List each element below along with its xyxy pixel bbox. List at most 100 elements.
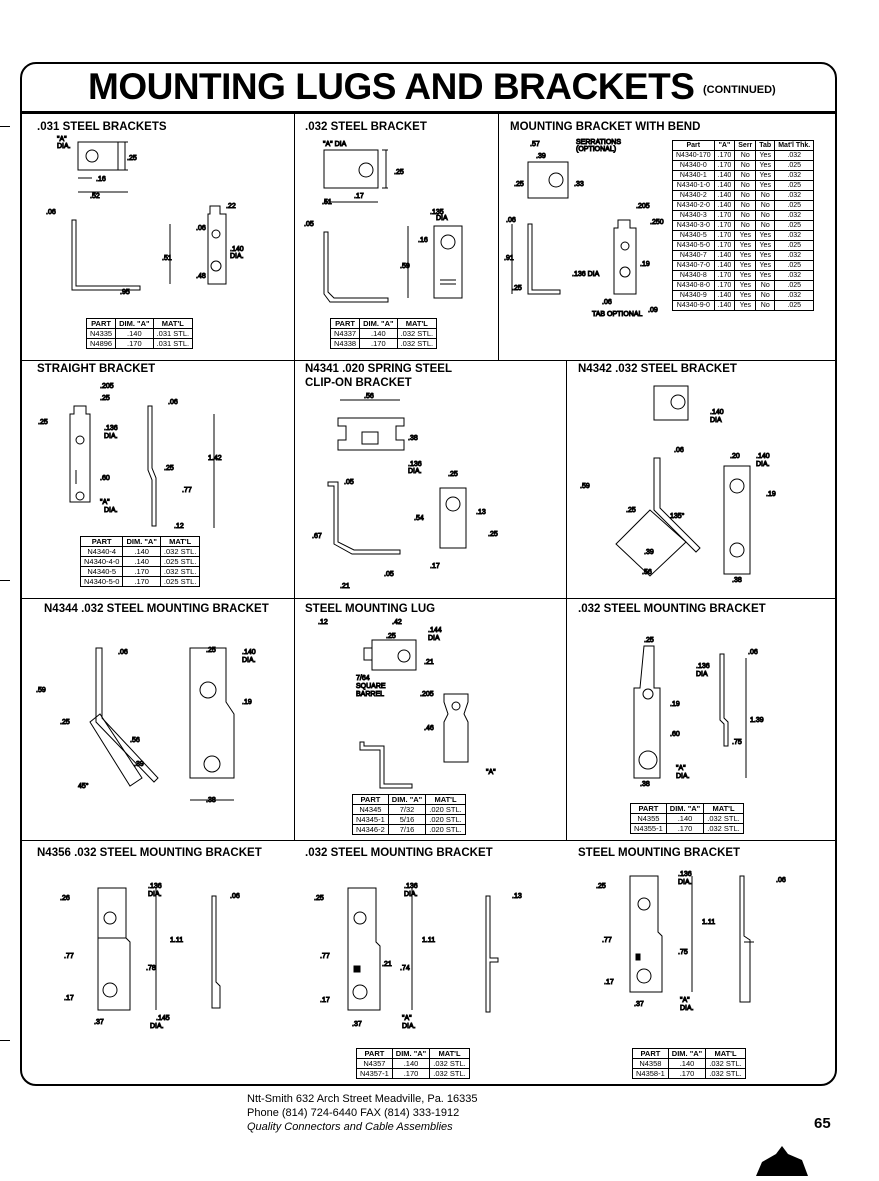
page-subtitle: (CONTINUED) (703, 84, 776, 96)
svg-text:.38: .38 (206, 797, 216, 804)
footer: Ntt-Smith 632 Arch Street Meadville, Pa.… (247, 1092, 478, 1134)
section-title-steel-mounting-bracket: STEEL MOUNTING BRACKET (578, 847, 741, 859)
svg-text:.25: .25 (644, 637, 654, 644)
table-row: N4358.140.032 STL. (632, 1058, 746, 1069)
svg-text:DIA.: DIA. (408, 468, 422, 475)
svg-text:.140: .140 (230, 246, 244, 253)
grid-divider (294, 114, 295, 360)
svg-text:.20: .20 (730, 453, 740, 460)
drawing-032-steel-bracket: "A" DIA .25 .17 .51 .05 .135 DIA .16 .59 (298, 134, 494, 318)
svg-text:.17: .17 (320, 997, 330, 1004)
section-title-032-mounting-bracket-b: .032 STEEL MOUNTING BRACKET (305, 847, 493, 859)
svg-text:.25: .25 (60, 719, 70, 726)
svg-text:DIA.: DIA. (402, 1023, 416, 1030)
svg-text:SQUARE: SQUARE (356, 683, 386, 690)
svg-text:.78: .78 (146, 965, 156, 972)
svg-text:.205: .205 (420, 691, 434, 698)
svg-text:.06: .06 (118, 649, 128, 656)
drawing-031-steel-brackets: "A" DIA. .25 .16 .52 .06 .22 .06 .140 DI… (30, 134, 292, 314)
table-row: N4355-1.170.032 STL. (630, 823, 744, 834)
svg-text:.06: .06 (748, 649, 758, 656)
svg-text:1.11: 1.11 (170, 937, 183, 944)
drawing-n4341-clip-on-bracket: .56 .38 .136 DIA. .25 .05 .13 .54 .25 .6… (300, 392, 562, 592)
table-row: N4357-1.170.032 STL. (356, 1068, 470, 1079)
svg-text:.06: .06 (674, 447, 684, 454)
svg-text:.06: .06 (168, 399, 178, 406)
section-title-mounting-bracket-with-bend: MOUNTING BRACKET WITH BEND (510, 121, 701, 133)
svg-text:.25: .25 (127, 155, 137, 162)
svg-text:.37: .37 (352, 1021, 362, 1028)
svg-text:.136: .136 (678, 871, 692, 878)
svg-text:.59: .59 (400, 263, 410, 270)
table-row: N4340-5.170.032 STL. (79, 566, 201, 577)
svg-text:.205: .205 (636, 203, 650, 210)
svg-text:.77: .77 (64, 953, 74, 960)
svg-text:.06: .06 (776, 877, 786, 884)
svg-text:DIA.: DIA. (148, 891, 162, 898)
svg-text:DIA: DIA (710, 417, 722, 424)
svg-text:.25: .25 (596, 883, 606, 890)
table-row: N4357.140.032 STL. (356, 1058, 470, 1069)
svg-text:.52: .52 (90, 193, 100, 200)
svg-text:.39: .39 (536, 153, 546, 160)
svg-text:"A" DIA: "A" DIA (323, 141, 347, 148)
section-title-line2: CLIP-ON BRACKET (305, 377, 412, 389)
svg-text:.17: .17 (430, 563, 440, 570)
section-title-n4341-clip-on-bracket: N4341 .020 SPRING STEEL CLIP-ON BRACKET (305, 362, 452, 390)
svg-text:.05: .05 (304, 221, 314, 228)
svg-text:.06: .06 (196, 225, 206, 232)
svg-text:.38: .38 (732, 577, 742, 584)
svg-text:.140: .140 (710, 409, 724, 416)
svg-text:.21: .21 (424, 659, 434, 666)
grid-divider (566, 360, 567, 598)
drawing-steel-mounting-lug: .12 .42 .25 .144 DIA .21 7/64 SQUARE BAR… (300, 614, 562, 794)
section-title-031-steel-brackets: .031 STEEL BRACKETS (37, 121, 167, 133)
svg-text:.136: .136 (104, 425, 118, 432)
page-number: 65 (814, 1115, 831, 1132)
table-row: N4335.140.031 STL. (85, 328, 194, 339)
svg-text:.39: .39 (644, 549, 654, 556)
section-title-032-mounting-bracket-a: .032 STEEL MOUNTING BRACKET (578, 603, 766, 615)
svg-text:.95: .95 (120, 289, 130, 296)
svg-text:.59: .59 (36, 687, 46, 694)
section-title-n4344-mounting-bracket: N4344 .032 STEEL MOUNTING BRACKET (44, 603, 269, 615)
svg-text:DIA.: DIA. (242, 657, 256, 664)
svg-text:DIA.: DIA. (230, 253, 244, 260)
table-row: N4358-1.170.032 STL. (632, 1068, 746, 1079)
table-row: N4340-4-0.140.025 STL. (79, 556, 201, 567)
svg-text:.17: .17 (354, 193, 364, 200)
svg-text:.16: .16 (418, 237, 428, 244)
table-row: N4355.140.032 STL. (630, 813, 744, 824)
svg-text:.250: .250 (650, 219, 664, 226)
table-row: N4337.140.032 STL. (329, 328, 438, 339)
svg-text:.21: .21 (340, 583, 350, 590)
svg-text:.25: .25 (512, 285, 522, 292)
svg-text:.13: .13 (512, 893, 522, 900)
svg-text:.75: .75 (732, 739, 742, 746)
svg-text:BARREL: BARREL (356, 691, 384, 698)
drawing-n4356-mounting-bracket: .26 .136 DIA. .06 1.11 .77 .78 .17 .37 .… (30, 862, 292, 1042)
svg-text:.06: .06 (230, 893, 240, 900)
table-row: N4896.170.031 STL. (85, 338, 194, 349)
svg-text:.67: .67 (312, 533, 322, 540)
svg-text:DIA.: DIA. (680, 1005, 694, 1012)
section-title-n4356-mounting-bracket: N4356 .032 STEEL MOUNTING BRACKET (37, 847, 262, 859)
svg-text:.05: .05 (384, 571, 394, 578)
svg-text:.06: .06 (46, 209, 56, 216)
svg-text:.21: .21 (382, 961, 392, 968)
svg-text:.26: .26 (60, 895, 70, 902)
svg-text:"A": "A" (57, 136, 67, 143)
